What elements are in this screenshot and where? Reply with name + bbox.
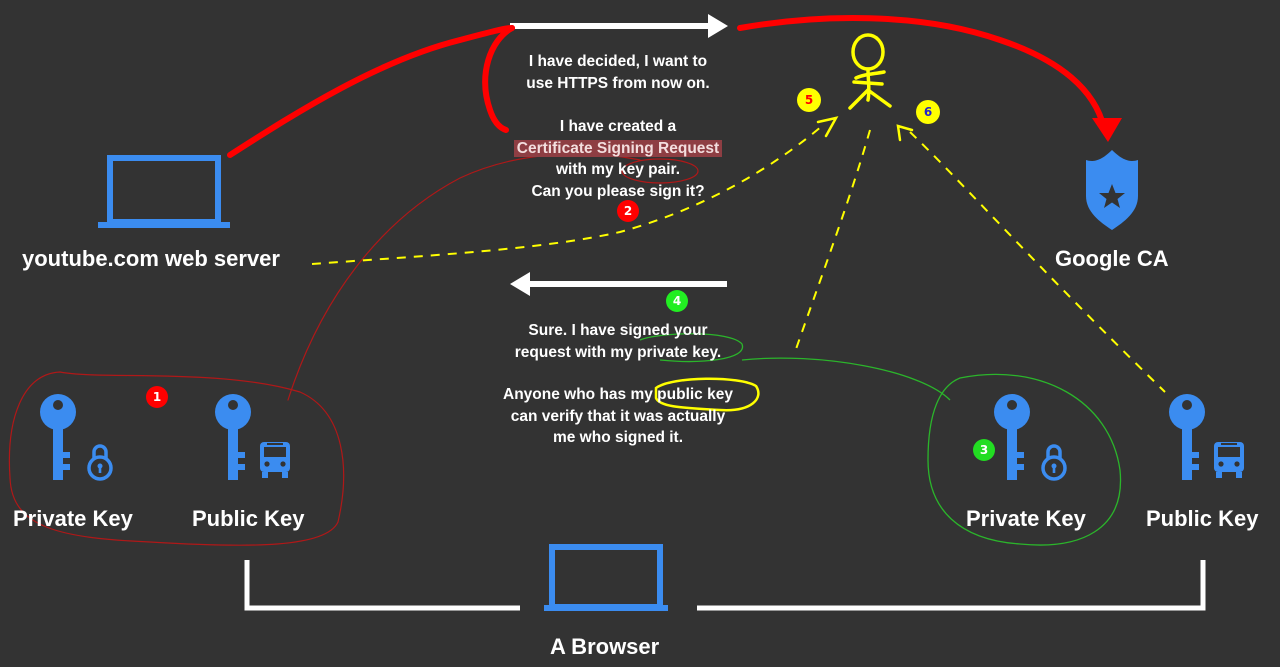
server-public-key-icon [215, 394, 251, 480]
ca-label: Google CA [1055, 246, 1169, 271]
stick-figure-icon [848, 33, 892, 110]
response-arrow [510, 272, 727, 296]
ca-bus-icon [1214, 442, 1244, 478]
browser-label: A Browser [550, 634, 660, 659]
server-public-key-label: Public Key [192, 506, 305, 531]
response-line-4: can verify that it was actually [510, 407, 726, 425]
response-line-5: me who signed it. [552, 429, 684, 446]
response-line-3: Anyone who has my public key [503, 386, 733, 403]
server-private-key-label: Private Key [13, 506, 133, 531]
response-message: Sure. I have signed your request with my… [468, 320, 768, 449]
server-label: youtube.com web server [22, 246, 280, 271]
request-message: I have decided, I want to use HTTPS from… [468, 51, 768, 202]
green-annotations [639, 333, 1122, 546]
step-badge-6: 6 [916, 100, 940, 124]
ca-public-key-icon [1169, 394, 1205, 480]
browser-bracket [244, 560, 1206, 611]
server-laptop-icon [98, 158, 230, 228]
ca-public-key-label: Public Key [1146, 506, 1259, 531]
step-badge-5: 5 [797, 88, 821, 112]
step-badge-2: 2 [617, 200, 639, 222]
request-line-6: Can you please sign it? [531, 182, 705, 200]
server-private-key-icon [40, 394, 76, 480]
step-badge-1: 1 [146, 386, 168, 408]
request-line-5: with my key pair. [555, 161, 681, 178]
request-line-1: I have decided, I want to [528, 53, 708, 70]
step-badge-3: 3 [973, 439, 995, 461]
yellow-annotations [311, 125, 1166, 393]
ca-private-key-label: Private Key [966, 506, 1086, 531]
server-padlock-icon [87, 444, 113, 481]
step-badge-4: 4 [666, 290, 688, 312]
red-annotations [8, 15, 1122, 546]
request-arrow [510, 14, 728, 38]
ca-private-key-icon [994, 394, 1030, 480]
csr-highlight: Certificate Signing Request [513, 139, 723, 157]
browser-laptop-icon [544, 544, 668, 611]
ca-padlock-icon [1041, 444, 1067, 481]
request-line-2: use HTTPS from now on. [526, 74, 710, 92]
response-line-1: Sure. I have signed your [528, 322, 708, 339]
request-line-3: I have created a [559, 118, 677, 135]
police-badge-icon [1086, 150, 1138, 230]
server-bus-icon [260, 442, 290, 478]
response-line-2: request with my private key. [514, 343, 722, 361]
